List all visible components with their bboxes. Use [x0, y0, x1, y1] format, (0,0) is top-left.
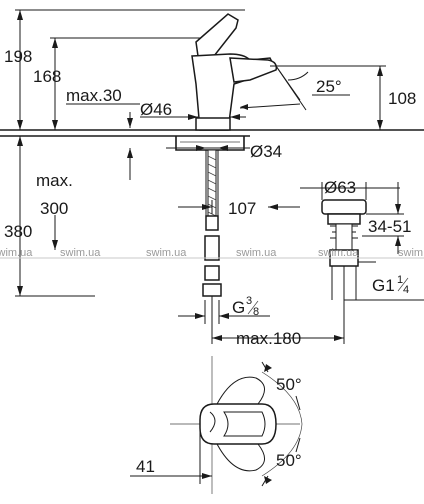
drain-assembly — [321, 199, 367, 300]
dim-300: 300 — [40, 199, 68, 218]
dim-107: 107 — [228, 199, 256, 218]
dim-g1-den: 4 — [403, 284, 409, 296]
watermark-strip: swim.ua swim.ua swim.ua swim.ua swim.ua … — [0, 247, 424, 259]
dim-d63: Ø63 — [324, 178, 356, 197]
watermark-text-6: swim.ua — [398, 247, 424, 259]
dim-g1-num: 1 — [397, 274, 403, 286]
dim-108: 108 — [388, 89, 416, 108]
watermark-text-5: swim.ua — [318, 247, 359, 259]
dim-198: 198 — [4, 47, 32, 66]
dim-34-51: 34-51 — [368, 217, 411, 236]
dim-max-label: max. — [36, 171, 73, 190]
angle-25-marker — [239, 65, 309, 111]
dim-max30: max.30 — [66, 86, 122, 105]
faucet-top-view — [170, 356, 303, 494]
dim-380: 380 — [4, 222, 32, 241]
left-dimension-lines — [15, 9, 245, 297]
dim-angle-50a: 50° — [276, 375, 302, 394]
dim-g38-num: 3 — [246, 295, 252, 307]
dim-d46: Ø46 — [140, 100, 172, 119]
watermark-text-3: swim.ua — [146, 247, 187, 259]
watermark-text-1: swim.ua — [0, 247, 33, 259]
dim-41: 41 — [136, 457, 155, 476]
watermark-text-4: swim.ua — [236, 247, 277, 259]
dim-max180: max.180 — [236, 329, 301, 348]
dim-168: 168 — [33, 67, 61, 86]
dim-g38-den: 8 — [253, 306, 259, 318]
watermark-text-2: swim.ua — [60, 247, 101, 259]
dim-108-line — [270, 65, 386, 130]
dim-angle-50b: 50° — [276, 451, 302, 470]
dim-d34: Ø34 — [250, 142, 282, 161]
dim-g38: G — [232, 298, 245, 317]
dim-g1: G1 — [372, 276, 395, 295]
worktop-line — [0, 129, 424, 137]
dim-angle-25: 25° — [316, 77, 342, 96]
faucet-side-view — [175, 13, 278, 304]
